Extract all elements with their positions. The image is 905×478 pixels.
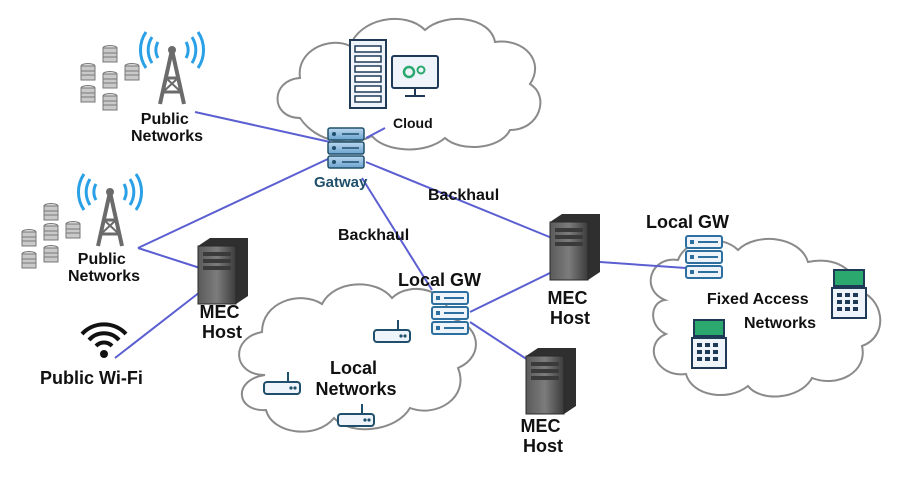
label-mec-bottom-1: MEC xyxy=(520,416,560,436)
link-wifi-mec xyxy=(114,291,201,359)
label-public-networks-mid-1: Public xyxy=(78,251,126,268)
server-icon-mec-bottom xyxy=(525,347,577,415)
link-gateway-mec-center xyxy=(365,161,553,239)
svg-text:Fixed Access Networks: Fixed Access Networks xyxy=(707,291,816,332)
label-mec-bottom-2: Host xyxy=(523,436,563,456)
label-public-networks-mid-2: Networks xyxy=(68,268,140,285)
svg-text:MEC Host: MEC Host xyxy=(520,416,565,456)
label-mec-left-1: MEC xyxy=(199,302,239,322)
mini-servers-top xyxy=(80,45,140,111)
label-fixed-access-1: Fixed Access xyxy=(707,291,809,308)
svg-text:MEC Host: MEC Host xyxy=(547,288,592,328)
label-local-gw-center: Local GW xyxy=(398,270,481,290)
label-public-networks-top-2: Networks xyxy=(131,128,203,145)
label-local-networks-2: Networks xyxy=(315,379,396,399)
link-localgw-mec-bottom xyxy=(469,321,529,361)
links xyxy=(114,111,687,361)
label-gateway: Gatway xyxy=(314,174,368,191)
tower-icon-top xyxy=(138,30,206,106)
label-cloud: Cloud xyxy=(393,115,433,131)
link-public-mid-gateway xyxy=(137,157,331,249)
label-fixed-access-2: Networks xyxy=(744,315,816,332)
svg-text:MEC Host: MEC Host xyxy=(199,302,244,342)
local-gw-icon-right xyxy=(685,235,723,279)
link-localgw-mec-center xyxy=(469,271,553,313)
monitor-gear-icon xyxy=(391,55,439,97)
tower-icon-mid xyxy=(76,172,144,248)
label-public-wifi: Public Wi-Fi xyxy=(40,368,143,388)
server-icon-mec-left xyxy=(197,237,249,305)
terminal-icon-left xyxy=(691,319,727,369)
link-public-top-gateway xyxy=(194,111,331,143)
mini-servers-mid xyxy=(21,203,81,269)
label-public-networks-top-1: Public xyxy=(141,111,189,128)
svg-text:Public Networks: Public Networks xyxy=(68,251,140,285)
svg-text:Local Networks: Local Networks xyxy=(315,358,396,399)
label-mec-center-2: Host xyxy=(550,308,590,328)
cloud-server-icon xyxy=(349,39,387,109)
wifi-icon xyxy=(80,322,128,358)
link-mec-center-localgw-right xyxy=(599,261,687,269)
label-mec-left-2: Host xyxy=(202,322,242,342)
link-gateway-localgw xyxy=(361,177,433,291)
label-mec-center-1: MEC xyxy=(547,288,587,308)
gateway-icon xyxy=(327,127,365,169)
svg-text:Public Networks: Public Networks xyxy=(131,111,203,145)
label-local-gw-right: Local GW xyxy=(646,212,729,232)
label-local-networks-1: Local xyxy=(330,358,377,378)
link-gateway-cloud xyxy=(365,127,386,139)
label-backhaul-right: Backhaul xyxy=(428,187,499,204)
label-backhaul-left: Backhaul xyxy=(338,227,409,244)
local-gw-icon-center xyxy=(431,291,469,335)
link-public-mid-mec xyxy=(137,247,201,269)
terminal-icon-right xyxy=(831,269,867,319)
server-icon-mec-center xyxy=(549,213,601,281)
